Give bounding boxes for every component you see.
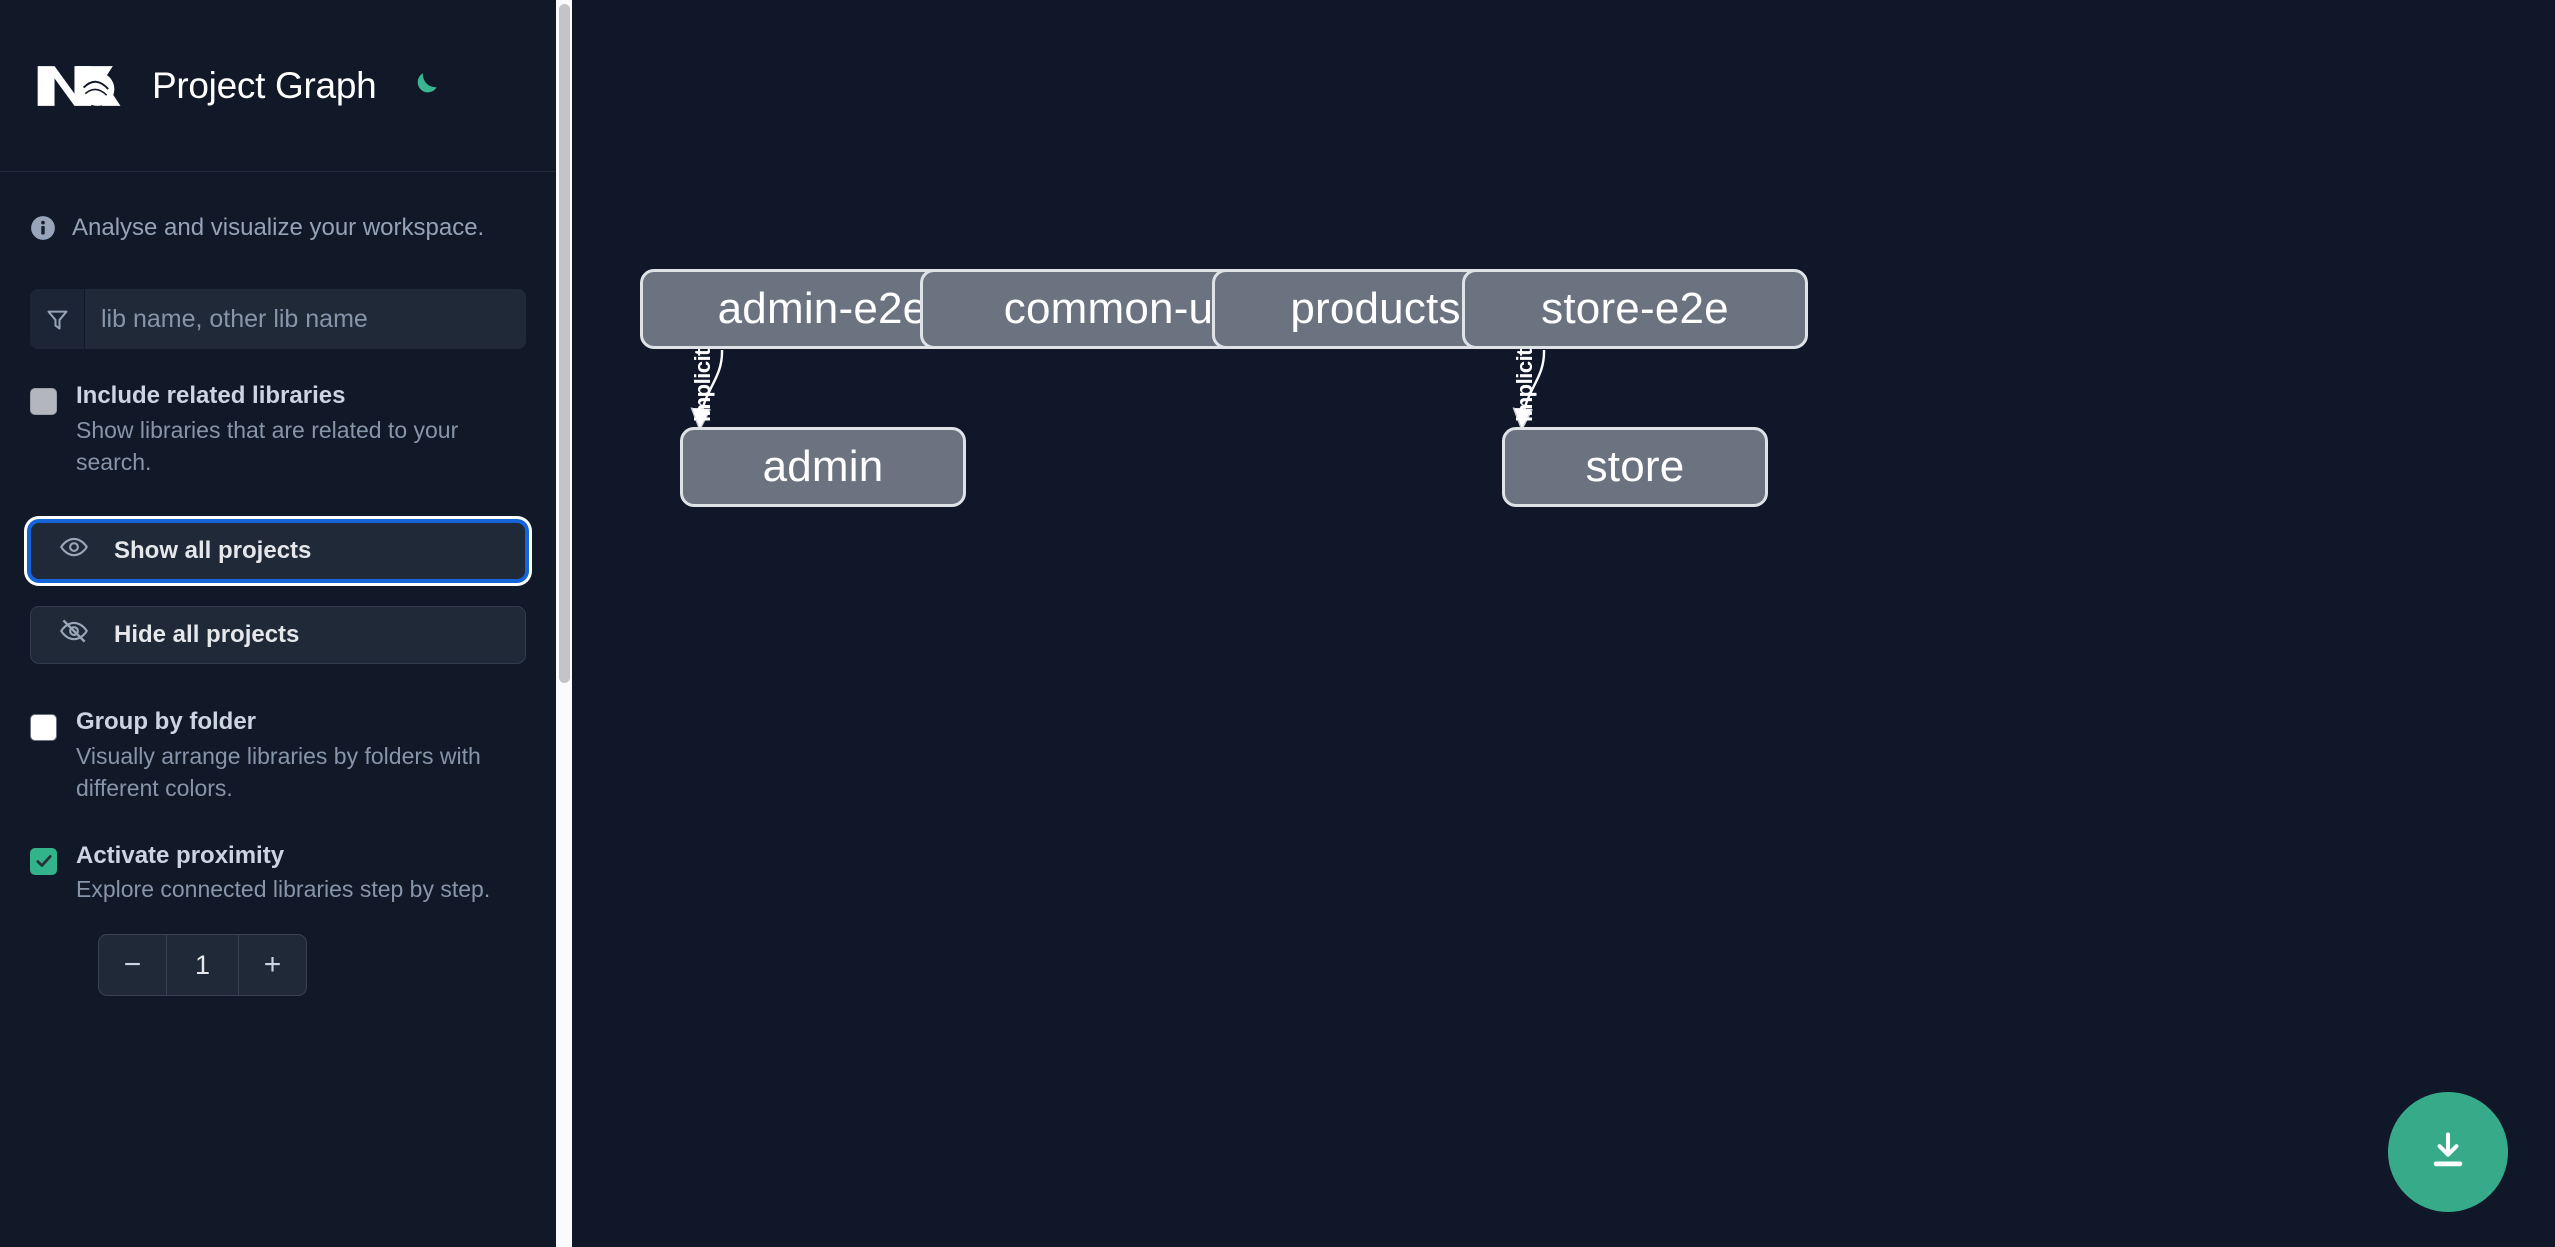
node-label: store (1585, 442, 1685, 491)
node-label: common-ui (1003, 284, 1224, 333)
sidebar-header: Project Graph (0, 0, 556, 172)
eye-off-icon (59, 616, 89, 653)
graph-canvas[interactable]: admin-e2e common-ui products store-e2e a… (572, 0, 2555, 1247)
download-icon (2426, 1129, 2470, 1176)
show-all-projects-button[interactable]: Show all projects (30, 521, 526, 580)
option-group-by-folder[interactable]: Group by folder Visually arrange librari… (30, 708, 526, 805)
sidebar-body: Analyse and visualize your workspace. In… (0, 214, 556, 997)
include-related-libraries-checkbox[interactable] (30, 388, 57, 415)
option-include-related-libraries[interactable]: Include related libraries Show libraries… (30, 382, 526, 479)
proximity-stepper[interactable]: − 1 + (98, 934, 307, 997)
option-title: Include related libraries (76, 382, 346, 409)
group-by-folder-checkbox[interactable] (30, 713, 57, 741)
graph-node-store-e2e[interactable]: store-e2e (1462, 269, 1808, 349)
edge-label-store-implicit: implicit (1512, 348, 1537, 422)
graph-node-store[interactable]: store (1502, 427, 1768, 507)
option-title: Group by folder (76, 707, 256, 735)
sidebar: Project Graph Analyse and visualize your… (0, 0, 556, 1247)
sidebar-tagline: Analyse and visualize your workspace. (30, 214, 526, 242)
option-description: Explore connected libraries step by step… (76, 876, 491, 903)
sidebar-scrollbar-thumb[interactable] (559, 4, 570, 683)
project-visibility-buttons: Show all projects Hide all projects (30, 521, 526, 664)
hide-all-projects-button[interactable]: Hide all projects (30, 605, 526, 664)
moon-icon[interactable] (404, 66, 444, 106)
proximity-increment-button[interactable]: + (263, 948, 282, 982)
option-description: Visually arrange libraries by folders wi… (76, 742, 481, 802)
nx-logo-icon (30, 55, 122, 117)
tagline-text: Analyse and visualize your workspace. (72, 214, 485, 241)
option-title: Activate proximity (76, 841, 285, 869)
eye-icon (59, 532, 89, 569)
node-label: admin (762, 442, 884, 491)
activate-proximity-checkbox[interactable] (30, 847, 57, 875)
graph-node-admin[interactable]: admin (680, 427, 966, 507)
option-description: Show libraries that are related to your … (76, 416, 459, 476)
show-all-projects-label: Show all projects (114, 536, 312, 564)
option-activate-proximity[interactable]: Activate proximity Explore connected lib… (30, 842, 526, 906)
search-input[interactable] (85, 289, 526, 349)
download-graph-button[interactable] (2388, 1092, 2508, 1212)
node-label: products (1290, 284, 1461, 333)
info-icon (30, 215, 56, 241)
page-title: Project Graph (152, 64, 377, 106)
node-label: store-e2e (1541, 284, 1729, 333)
funnel-filter-icon (30, 289, 85, 349)
proximity-value: 1 (166, 935, 239, 996)
filter-bar[interactable] (30, 289, 526, 349)
proximity-decrement-button[interactable]: − (123, 948, 142, 982)
hide-all-projects-label: Hide all projects (114, 620, 300, 648)
edge-label-admin-implicit: implicit (690, 348, 715, 422)
node-label: admin-e2e (717, 284, 928, 333)
graph-edges (572, 349, 1546, 1247)
